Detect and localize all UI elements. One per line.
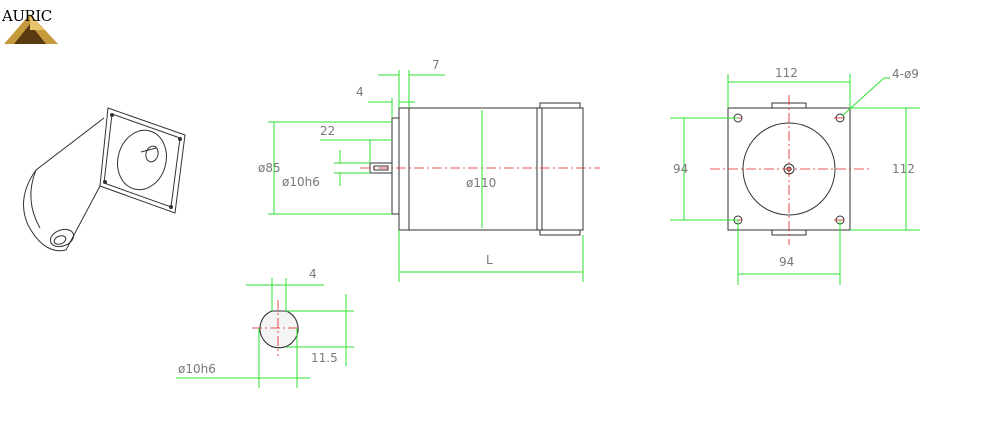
dim-overall-length: L — [486, 253, 493, 267]
logo-text: AURIC — [2, 7, 52, 25]
dim-key-width: 4 — [309, 267, 317, 281]
side-view — [360, 102, 600, 236]
dim-hole-spacing-horizontal: 94 — [779, 255, 794, 269]
dim-hole-spacing-vertical: 94 — [673, 162, 688, 176]
dim-section-shaft-diameter: ø10h6 — [178, 362, 216, 376]
dim-mounting-holes: 4-ø9 — [892, 67, 919, 81]
dim-pilot-length: 4 — [356, 85, 364, 99]
dim-shaft-length: 22 — [320, 124, 335, 138]
dim-pilot-diameter: ø85 — [258, 161, 281, 175]
isometric-motor-sketch — [23, 107, 186, 252]
dim-shaft-diameter: ø10h6 — [282, 175, 320, 189]
dim-body-diameter: ø110 — [466, 176, 496, 190]
front-view-dimensions: 112 4-ø9 94 112 94 — [670, 66, 920, 285]
shaft-section — [252, 300, 300, 356]
side-view-dimensions: 7 4 22 ø85 ø10h6 ø110 L — [258, 58, 584, 282]
dim-flange-height: 112 — [892, 162, 915, 176]
dim-flat-height: 11.5 — [311, 351, 338, 365]
auric-logo: AURIC — [0, 0, 64, 46]
shaft-section-dimensions: 4 11.5 ø10h6 — [176, 267, 354, 388]
dim-flange-width: 112 — [775, 66, 798, 80]
dim-flange-thickness: 7 — [432, 58, 440, 72]
